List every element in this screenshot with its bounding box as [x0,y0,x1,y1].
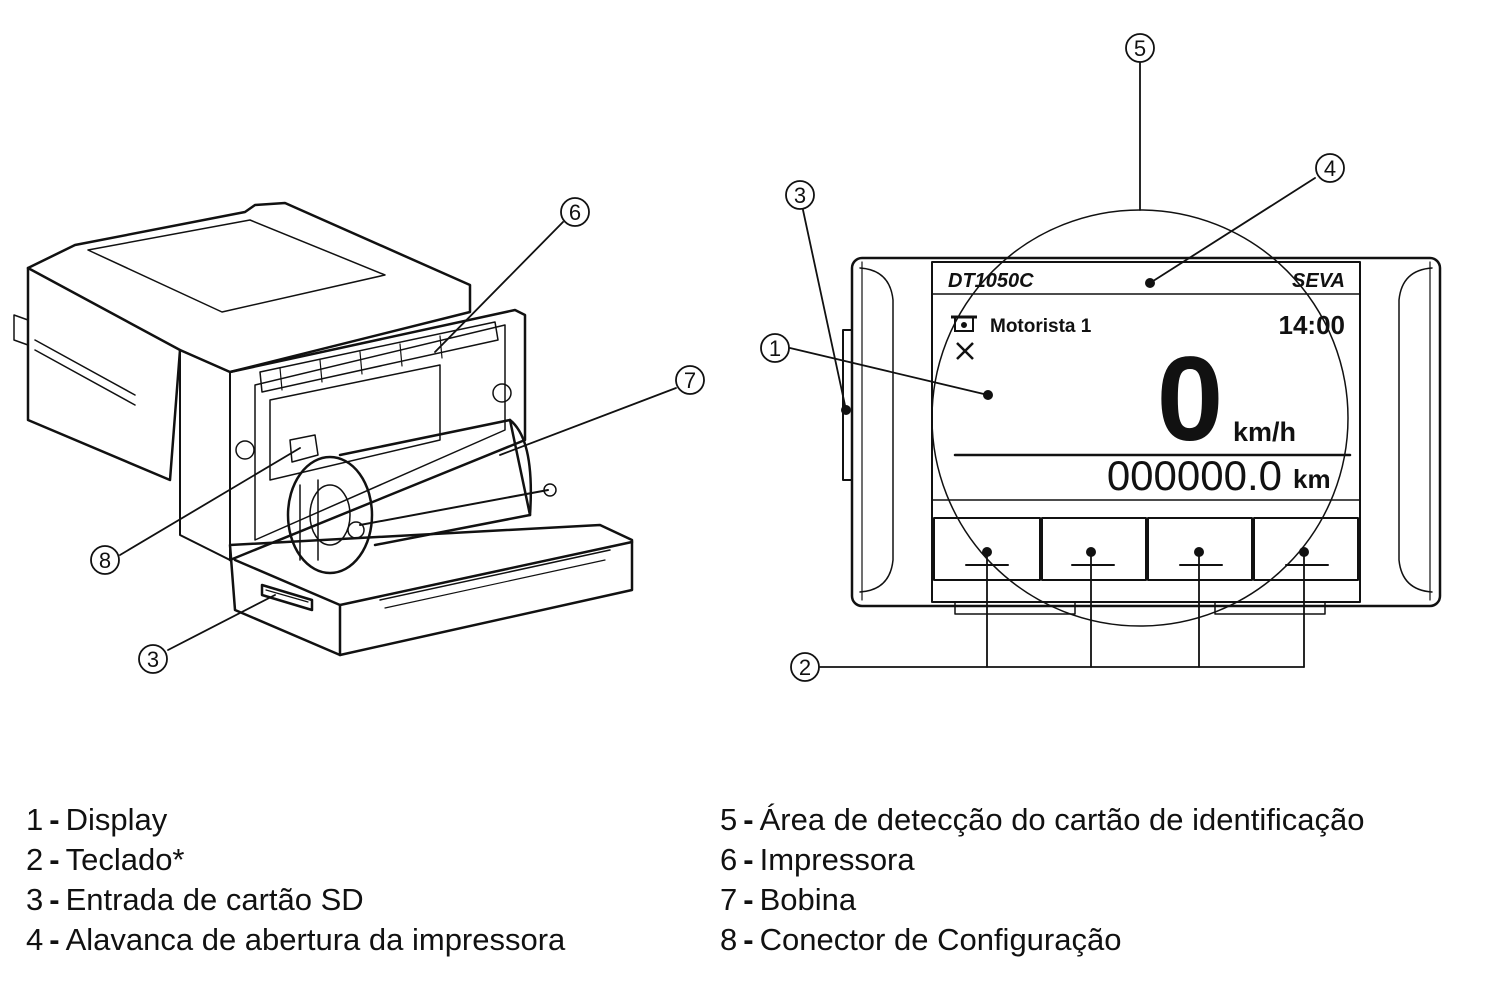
callout-1: 1 [760,333,790,363]
svg-text:7: 7 [684,368,696,393]
legend-number: 6 [720,842,738,877]
legend-label: Bobina [759,882,857,917]
svg-text:6: 6 [569,200,581,225]
legend-right: 5-Área de detecção do cartão de identifi… [720,800,1365,960]
callout-6: 6 [560,197,590,227]
legend-item: 6-Impressora [720,842,915,877]
legend-item: 8-Conector de Configuração [720,922,1122,957]
callout-3-left: 3 [138,644,168,674]
tachograph-front-illustration [842,209,1442,627]
driver-icon [951,315,977,332]
driver-name: Motorista 1 [990,316,1092,337]
leader-dots [841,278,1309,557]
callout-2: 2 [790,652,820,682]
speed-value: 0 [1157,332,1224,466]
legend-number: 4 [26,922,44,957]
printer-unit-illustration [13,201,634,657]
callout-7: 7 [675,365,705,395]
callout-3-right: 3 [785,180,815,210]
legend-label: Alavanca de abertura da impressora [65,922,566,957]
legend-number: 2 [26,842,44,877]
device-brand: SEVA [1292,270,1345,292]
svg-text:5: 5 [1134,36,1146,61]
callouts: 1 2 3 3 4 5 6 7 [90,33,1345,682]
legend-item: 1-Display [26,802,168,837]
legend-item: 2-Teclado* [26,842,185,877]
lcd-display: DT1050C SEVA Motorista 1 14:00 0 km/h 00… [948,270,1345,499]
svg-text:2: 2 [799,655,811,680]
svg-text:3: 3 [794,183,806,208]
legend-label: Conector de Configuração [759,922,1122,957]
legend-item: 7-Bobina [720,882,857,917]
tools-icon [956,342,974,360]
legend-number: 1 [26,802,44,837]
legend-item: 4-Alavanca de abertura da impressora [26,922,566,957]
callout-4: 4 [1315,153,1345,183]
legend-label: Display [65,802,168,837]
legend-label: Impressora [759,842,915,877]
callout-5: 5 [1125,33,1155,63]
device-diagram: DT1050C SEVA Motorista 1 14:00 0 km/h 00… [13,33,1442,682]
svg-text:4: 4 [1324,156,1336,181]
legend-number: 7 [720,882,738,917]
legend-number: 8 [720,922,738,957]
svg-text:3: 3 [147,647,159,672]
legend-item: 5-Área de detecção do cartão de identifi… [720,802,1365,837]
legend-left: 1-Display 2-Teclado* 3-Entrada de cartão… [26,800,565,960]
legend-label: Área de detecção do cartão de identifica… [759,802,1365,837]
leader-lines [119,62,1316,668]
legend-item: 3-Entrada de cartão SD [26,882,364,917]
legend-label: Teclado* [65,842,185,877]
speed-unit: km/h [1233,417,1296,447]
svg-text:8: 8 [99,548,111,573]
legend-number: 5 [720,802,738,837]
odometer-unit: km [1293,464,1331,494]
legend-label: Entrada de cartão SD [65,882,364,917]
callout-8: 8 [90,545,120,575]
clock-time: 14:00 [1279,310,1346,340]
svg-text:1: 1 [769,336,781,361]
legend-number: 3 [26,882,44,917]
odometer-value: 000000.0 [1107,452,1282,499]
device-model: DT1050C [948,270,1034,292]
